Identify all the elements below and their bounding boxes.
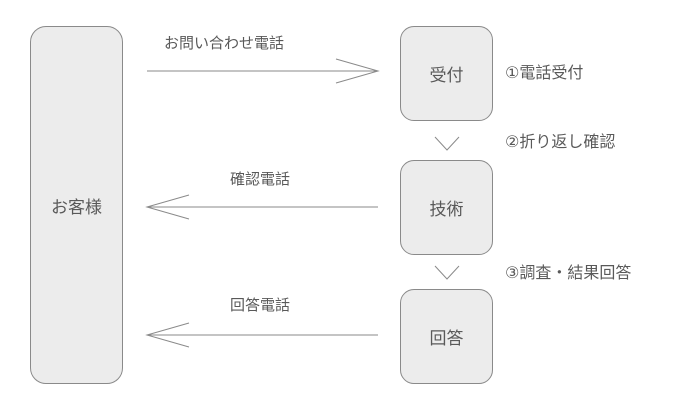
arrow-confirm-call — [145, 194, 378, 220]
tech-label: 技術 — [429, 200, 464, 220]
step-3-label: ③調査・結果回答 — [505, 263, 632, 282]
answer-call-label: 回答電話 — [230, 296, 291, 314]
customer-label: お客様 — [51, 197, 102, 218]
tech-box: 技術 — [400, 160, 493, 255]
arrow-answer-call — [145, 322, 378, 348]
arrow-inquiry-call — [147, 58, 380, 84]
inquiry-call-label: お問い合わせ電話 — [164, 34, 285, 52]
chevron-down-icon — [434, 265, 460, 280]
step-1-label: ①電話受付 — [505, 63, 584, 82]
confirm-call-label: 確認電話 — [230, 170, 291, 188]
answer-label: 回答 — [429, 329, 464, 349]
reception-label: 受付 — [429, 66, 464, 86]
customer-box: お客様 — [30, 26, 123, 384]
step-2-label: ②折り返し確認 — [505, 132, 616, 151]
reception-box: 受付 — [400, 26, 493, 121]
answer-box: 回答 — [400, 289, 493, 384]
chevron-down-icon — [434, 136, 460, 151]
